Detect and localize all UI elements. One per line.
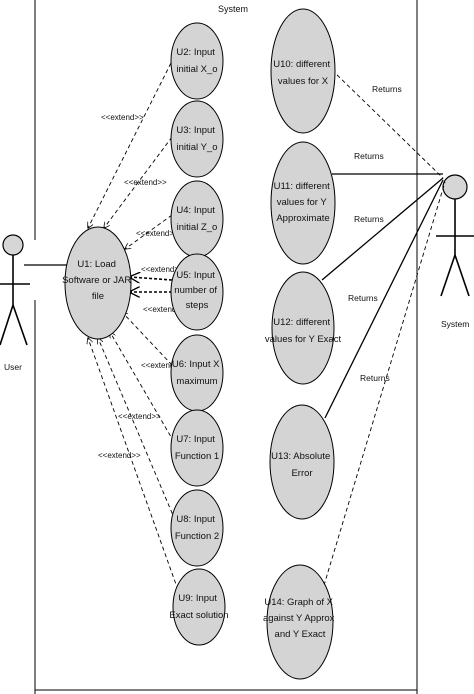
use-case-u13-label: U13: Absolute Error: [271, 451, 333, 479]
user-actor-label: User: [4, 362, 22, 372]
use-case-u8-label: U8: Input Function 2: [175, 514, 219, 542]
use-case-u1-label: U1: Load Software or JAR file: [62, 259, 134, 302]
use-case-u1: [64, 226, 132, 340]
system-actor-head: [442, 174, 468, 200]
use-case-u12: [271, 271, 335, 385]
use-case-u4-label: U4: Input initial Z_o: [176, 205, 217, 233]
extend-label-u2: <<extend>>: [101, 113, 144, 122]
returns-label-u14: Returns: [360, 373, 390, 383]
returns-label-u13: Returns: [348, 293, 378, 303]
use-case-u12-label: U12: different values for Y Exact: [265, 317, 342, 345]
use-case-u11-label: U11: different values for Y Approximate: [274, 181, 333, 224]
use-case-u14-label: U14: Graph of X against Y Approx and Y E…: [263, 597, 337, 640]
extend-label-u4: <<extend>>: [136, 229, 179, 238]
returns-line-u14: [321, 181, 446, 593]
use-case-u9-label: U9: Input Exact solution: [169, 593, 228, 621]
extend-label-u3: <<extend>>: [124, 178, 167, 187]
use-case-u7-label: U7: Input Function 1: [175, 434, 219, 462]
returns-line-u12: [321, 177, 444, 281]
extend-arrow-u9: [88, 338, 179, 591]
extend-arrow-u4: [125, 214, 173, 249]
system-actor-label: System: [441, 319, 469, 329]
use-case-u5: [170, 253, 224, 331]
returns-line-u10: [331, 69, 444, 179]
extend-label-u8: <<extend>>: [98, 451, 141, 460]
use-case-u2-label: U2: Input initial X_o: [176, 47, 217, 75]
returns-label-u12: Returns: [354, 214, 384, 224]
system-boundary-title: System: [218, 4, 248, 14]
user-actor-head: [2, 234, 24, 256]
use-case-u3-label: U3: Input initial Y_o: [176, 125, 217, 153]
use-case-u9: [172, 568, 226, 646]
use-case-u4: [170, 180, 224, 258]
use-case-u6-label: U6: Input X maximum: [172, 359, 222, 387]
extend-label-u6: <<extend>>: [141, 361, 184, 370]
user-actor: [0, 234, 30, 346]
extend-label-u5b: <<extend>>: [143, 305, 186, 314]
extend-arrow-u8: [98, 338, 176, 521]
use-case-u10: [270, 8, 336, 134]
use-case-u11: [270, 141, 336, 265]
use-case-u5-label: U5: Input number of steps: [174, 270, 219, 311]
use-case-u2: [170, 22, 224, 100]
returns-label-u11: Returns: [354, 151, 384, 161]
extend-arrow-u5a: [130, 277, 173, 280]
returns-line-u13: [324, 179, 444, 419]
use-case-u7: [170, 409, 224, 487]
use-case-u8: [170, 489, 224, 567]
extend-label-u5a: <<extend>>: [141, 265, 184, 274]
use-case-u6: [170, 334, 224, 412]
use-case-u13: [269, 404, 335, 520]
extend-arrow-u7: [110, 332, 175, 443]
use-case-u3: [170, 100, 224, 178]
system-actor: [436, 174, 474, 297]
extend-arrow-u3: [104, 136, 173, 228]
extend-label-u7: <<extend>>: [118, 412, 161, 421]
returns-label-u10: Returns: [372, 84, 402, 94]
extend-arrow-u2: [88, 56, 175, 228]
use-case-u14: [266, 564, 334, 680]
extend-arrow-u6: [122, 312, 173, 366]
use-case-u10-label: U10: different values for X: [273, 59, 333, 87]
